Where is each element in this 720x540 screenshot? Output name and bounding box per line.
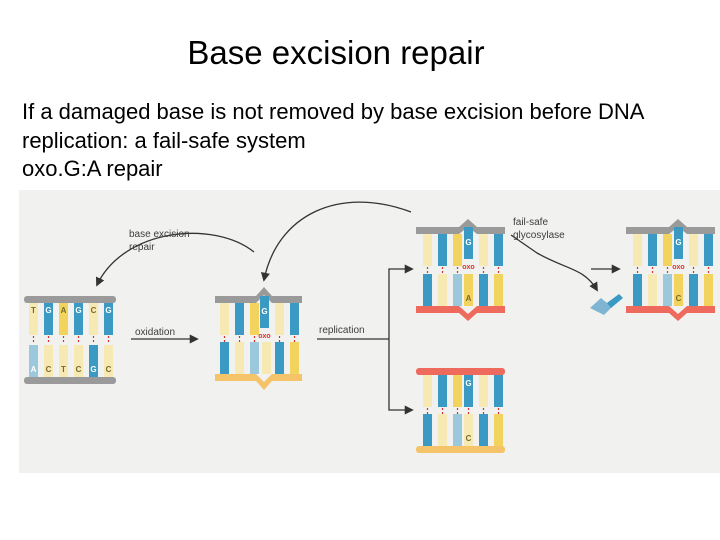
slide-body: If a damaged base is not removed by base… [22,98,644,184]
dna1-bottom-1: C [46,365,52,374]
strand-top [215,287,302,303]
strand-bottom [24,377,116,384]
label-fail-safe: fail-safe [513,217,548,228]
slide-title: Base excision repair [187,34,485,71]
dna1-bottom-3: C [76,365,82,374]
excised-adenine [590,294,623,315]
dna1-top-0: T [31,306,36,315]
strand-top [24,296,116,303]
arrow-replication-down [388,339,414,415]
dna5-g-label: G [675,238,681,247]
dna1-hbonds [32,336,110,344]
dna5-c-label: C [676,294,682,303]
dna-repaired: G oxo C [626,219,715,321]
mismatched-a-base [464,274,473,306]
dna2-g-label: G [261,307,267,316]
dna4-g-label: G [465,379,471,388]
dna1-bottom-2: T [61,365,66,374]
dna1-top-2: A [61,306,67,315]
dna-replicated-g-c: G C [416,368,505,453]
dna3-g-label: G [465,238,471,247]
dna1-top-1: G [45,306,51,315]
body-line-2: replication: a fail-safe system [22,127,306,153]
dna1-bottom-bases [29,345,113,377]
arrow-fail-safe [510,234,598,292]
label-oxidation: oxidation [135,327,175,338]
oxo-g-base [260,296,269,328]
label-repair: repair [129,242,155,253]
dna5-oxo-label: oxo [672,264,684,271]
dna1-top-3: G [75,306,81,315]
label-glycosylase: glycosylase [513,230,565,241]
dna1-bottom-0: A [31,365,37,374]
arrow-base-excision-repair [96,232,255,287]
repair-diagram: T G A G C G A C T C G C G oxo [19,190,720,473]
arrow-top-return [260,201,412,282]
dna3-a-label: A [466,294,472,303]
dna1-top-5: G [105,306,111,315]
body-line-3: oxo.G:A repair [22,156,163,181]
dna-original: T G A G C G A C T C G C [24,296,116,384]
label-replication: replication [319,325,365,336]
dna1-top-4: C [91,306,97,315]
dna2-oxo-label: oxo [258,333,270,340]
dna1-bottom-4: G [90,365,96,374]
dna1-bottom-5: C [106,365,112,374]
dna3-oxo-label: oxo [462,264,474,271]
dna1-top-bases [29,303,113,335]
label-base-excision: base excision [129,229,190,240]
dna-replicated-oxog-a: G oxo A [416,219,505,321]
body-line-1: If a damaged base is not removed by base… [22,99,645,124]
arrow-replication-up [388,264,414,339]
dna4-c-label: C [466,434,472,443]
dna-oxidized: G oxo [215,287,302,390]
strand-bottom [215,374,302,390]
